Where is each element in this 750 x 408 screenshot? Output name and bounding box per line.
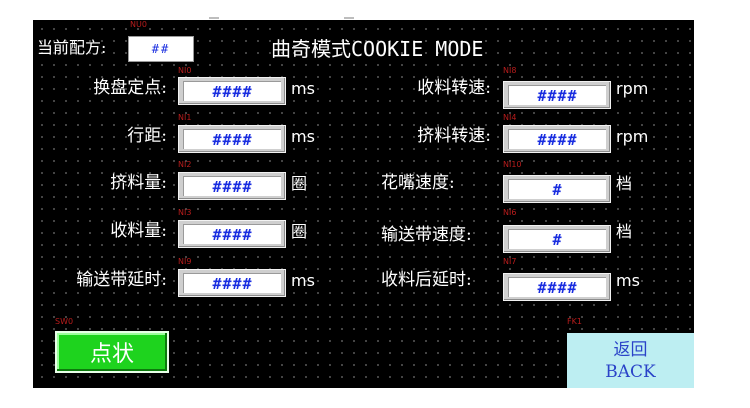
field-value: #### <box>183 81 281 101</box>
field-unit: 档 <box>616 222 633 241</box>
field-tag: NI7 <box>503 257 517 266</box>
conveyor-speed-input[interactable]: # <box>503 225 611 253</box>
field-label-retract-amount: 收料量: <box>110 221 167 241</box>
field-label-row-spacing: 行距: <box>127 126 167 146</box>
field-value: #### <box>508 277 606 297</box>
field-unit: 档 <box>616 174 633 193</box>
field-value: # <box>508 179 606 199</box>
back-button[interactable]: 返回 BACK <box>567 333 694 388</box>
field-unit: ms <box>291 79 315 98</box>
extrude-speed-input[interactable]: #### <box>503 125 611 153</box>
field-label-change-tray-point: 换盘定点: <box>93 78 167 98</box>
field-value: #### <box>508 129 606 149</box>
back-button-label-cn: 返回 <box>613 339 648 360</box>
recipe-input[interactable]: ## <box>128 36 194 62</box>
field-label-nozzle-speed: 花嘴速度: <box>381 173 455 193</box>
field-tag: NI8 <box>503 66 517 75</box>
field-value: #### <box>183 129 281 149</box>
field-unit: ms <box>616 271 640 290</box>
top-edge-mark <box>209 17 219 19</box>
dot-mode-button[interactable]: 点状 <box>55 331 169 373</box>
extrude-amount-input[interactable]: #### <box>178 172 286 200</box>
page-title: 曲奇模式COOKIE MODE <box>271 37 484 61</box>
field-value: #### <box>183 224 281 244</box>
conveyor-delay-input[interactable]: #### <box>178 269 286 297</box>
field-tag: NI10 <box>503 160 522 169</box>
function-key-tag: FK1 <box>567 317 582 326</box>
field-tag: NI6 <box>503 208 517 217</box>
back-button-label-en: BACK <box>605 361 656 382</box>
field-label-retract-speed: 收料转速: <box>417 78 491 98</box>
post-retract-delay-input[interactable]: #### <box>503 273 611 301</box>
field-unit: rpm <box>616 127 649 146</box>
nozzle-speed-input[interactable]: # <box>503 175 611 203</box>
field-label-extrude-amount: 挤料量: <box>110 173 167 193</box>
field-tag: NI4 <box>503 113 517 122</box>
field-label-extrude-speed: 挤料转速: <box>417 126 491 146</box>
retract-speed-input[interactable]: #### <box>503 81 611 109</box>
switch-tag: SW0 <box>55 317 74 326</box>
field-value: #### <box>183 273 281 293</box>
recipe-tag: NU0 <box>130 20 147 29</box>
row-spacing-input[interactable]: #### <box>178 125 286 153</box>
field-tag: NI3 <box>178 208 192 217</box>
field-tag: NI9 <box>178 257 192 266</box>
top-edge-mark <box>344 17 354 19</box>
field-label-conveyor-delay: 输送带延时: <box>76 270 167 290</box>
field-unit: rpm <box>616 79 649 98</box>
field-tag: NI1 <box>178 113 192 122</box>
hmi-screen: NU0 当前配方: ## 曲奇模式COOKIE MODE NI0 换盘定点: #… <box>33 20 694 388</box>
field-value: #### <box>183 176 281 196</box>
field-tag: NI0 <box>178 66 192 75</box>
field-value: # <box>508 229 606 249</box>
field-unit: 圈 <box>291 222 308 241</box>
retract-amount-input[interactable]: #### <box>178 220 286 248</box>
field-label-post-retract-delay: 收料后延时: <box>381 270 472 290</box>
recipe-label: 当前配方: <box>37 38 107 57</box>
field-unit: 圈 <box>291 174 308 193</box>
change-tray-point-input[interactable]: #### <box>178 77 286 105</box>
field-label-conveyor-speed: 输送带速度: <box>381 225 472 245</box>
field-unit: ms <box>291 271 315 290</box>
field-unit: ms <box>291 127 315 146</box>
field-tag: NI2 <box>178 160 192 169</box>
field-value: #### <box>508 85 606 105</box>
